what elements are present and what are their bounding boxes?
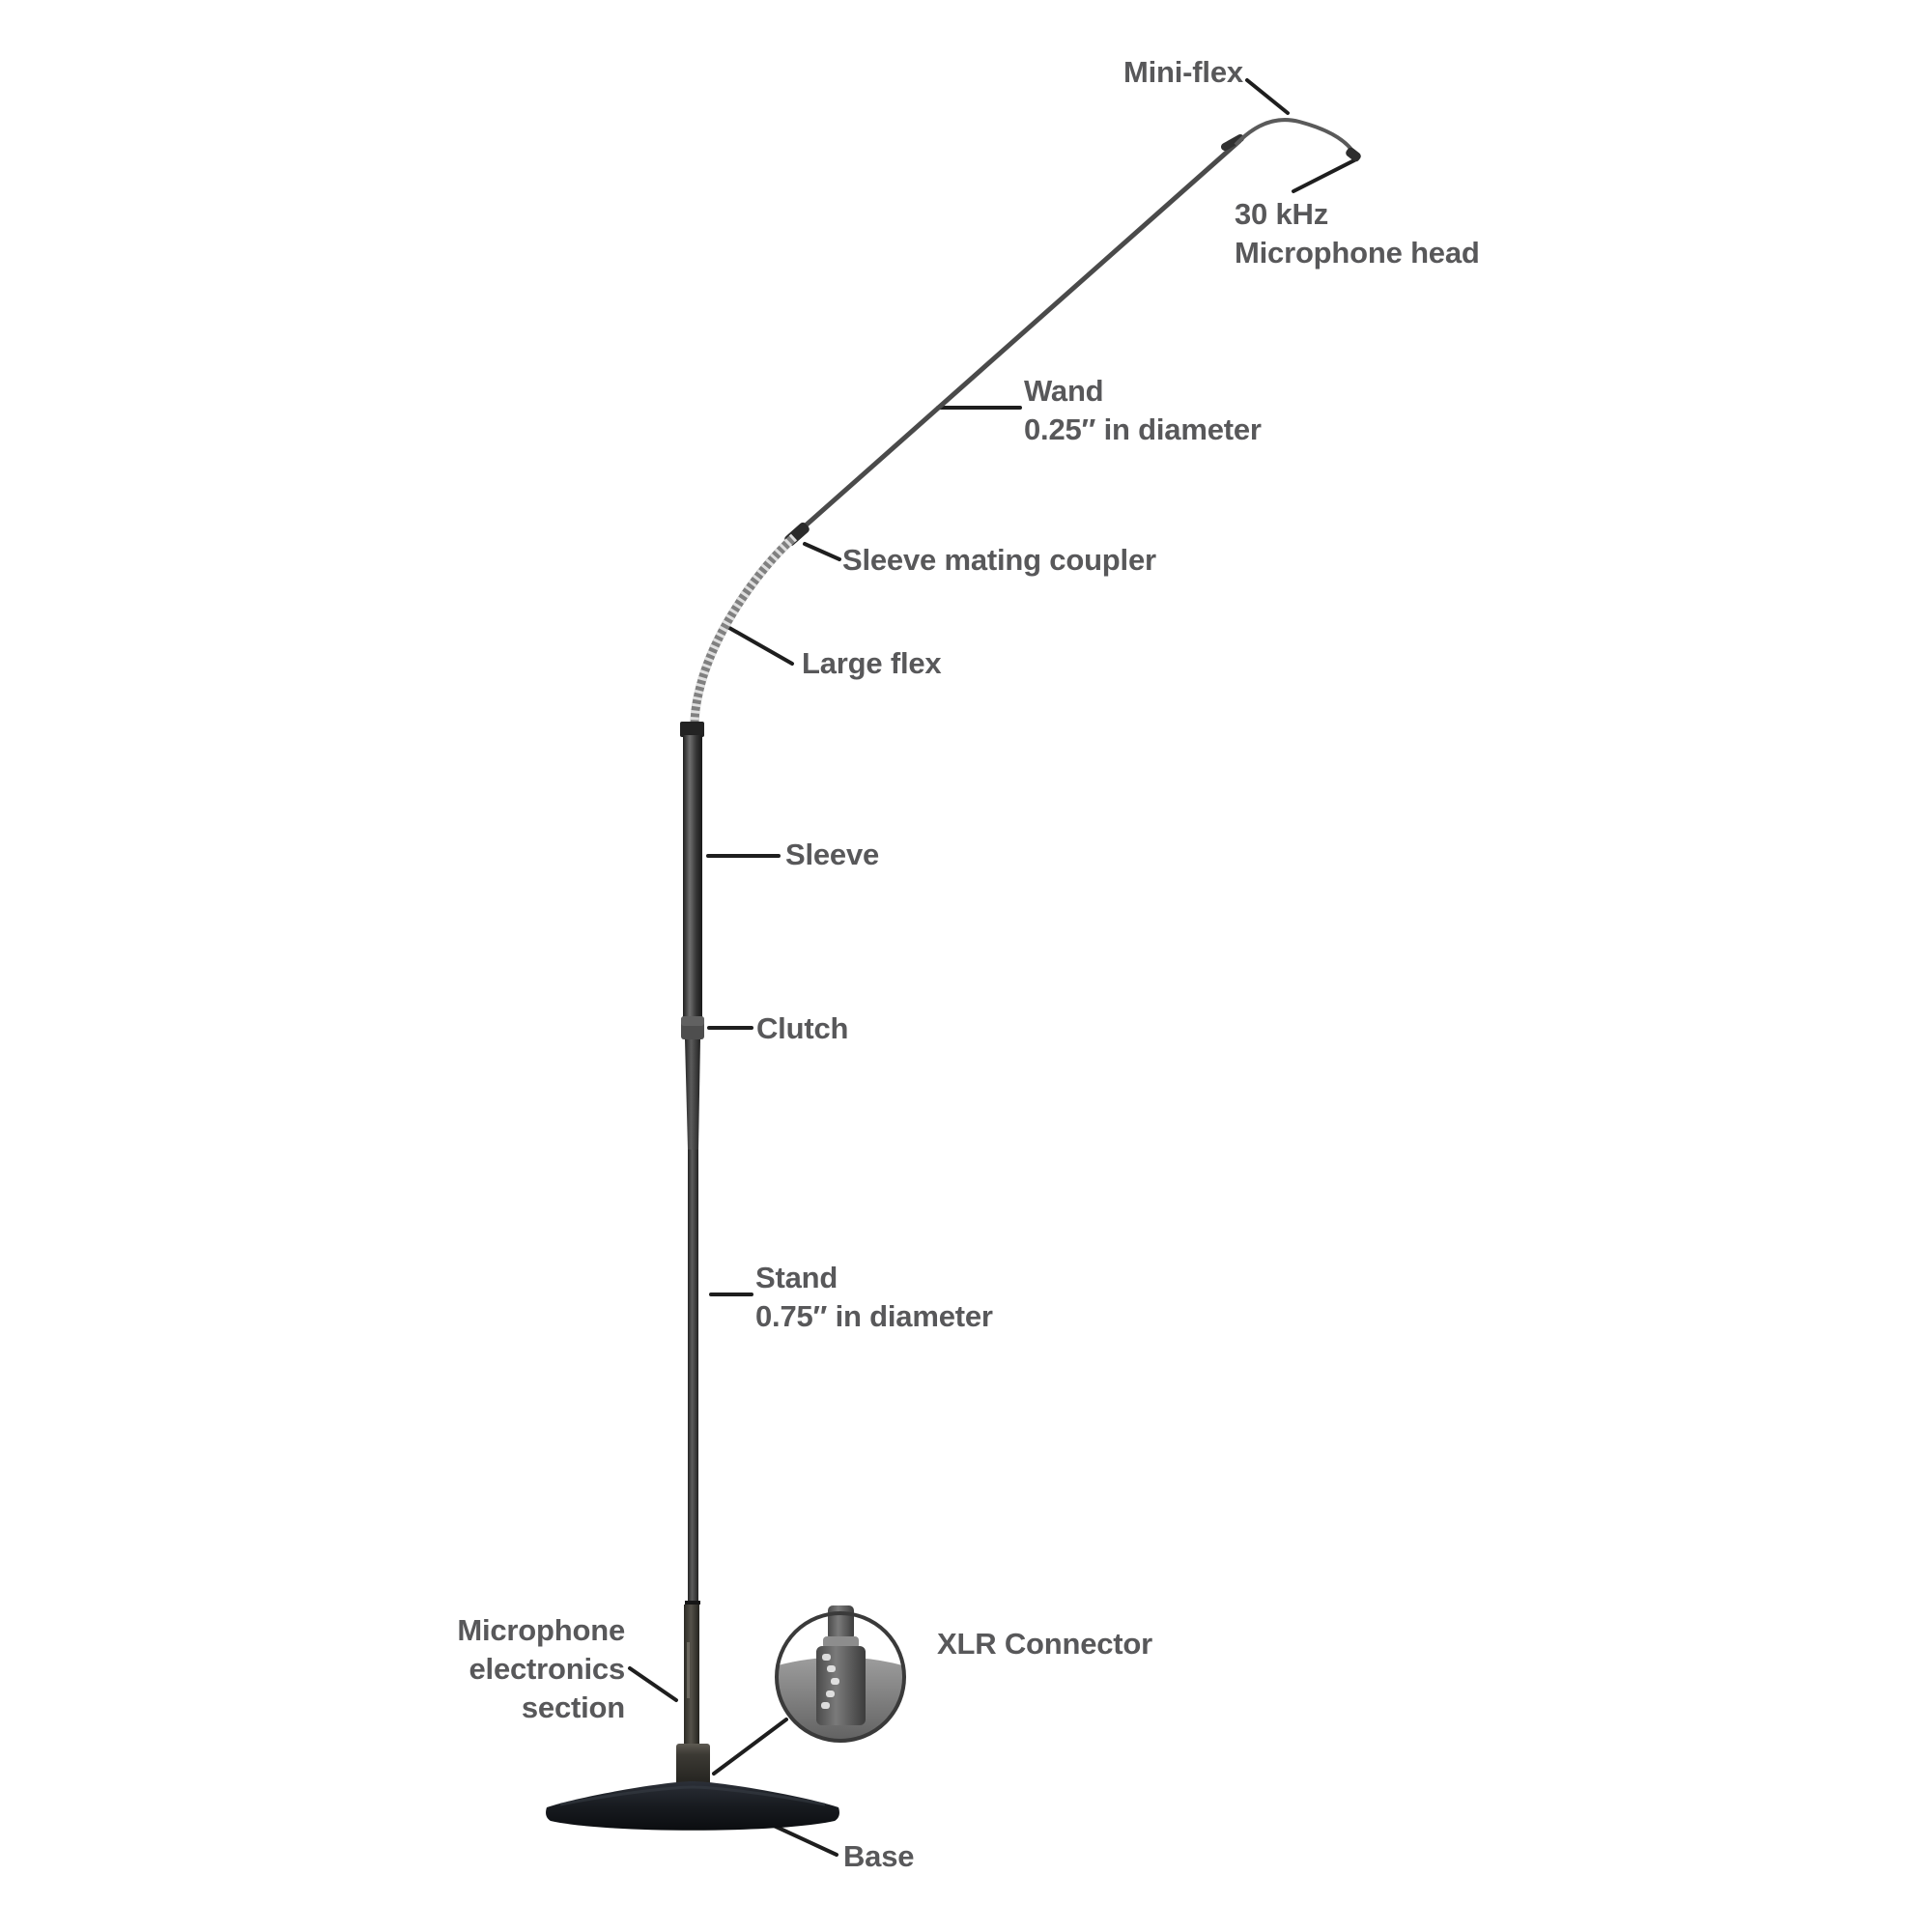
base-hub [676, 1744, 710, 1786]
clutch-highlight [681, 1016, 704, 1026]
label-stand-line1: Stand [755, 1261, 838, 1294]
xlr-pin-detail [821, 1654, 839, 1709]
label-mic-electronics: Microphone electronics section [393, 1611, 625, 1727]
label-wand: Wand 0.25″ in diameter [1024, 372, 1262, 449]
label-mini-flex: Mini-flex [1123, 55, 1243, 89]
base-sheen [559, 1785, 826, 1806]
sleeve-tube [683, 735, 702, 1018]
stand-taper [685, 1039, 700, 1150]
stand-pole [688, 1150, 698, 1601]
label-mic-electronics-line2: electronics [469, 1652, 626, 1686]
label-sleeve-mating-coupler: Sleeve mating coupler [842, 543, 1156, 577]
xlr-top-stub [828, 1605, 854, 1640]
mini-flex-arc [1234, 118, 1354, 153]
leader-lines [628, 78, 1356, 1857]
leader-coupler [803, 542, 841, 561]
base-shape [546, 1781, 839, 1831]
electronics-highlight [687, 1642, 690, 1698]
label-base: Base [843, 1839, 915, 1873]
label-wand-line2: 0.25″ in diameter [1024, 412, 1262, 446]
leader-base [770, 1823, 838, 1857]
label-stand-line2: 0.75″ in diameter [755, 1299, 993, 1333]
leader-xlr-inset [712, 1718, 788, 1776]
label-stand: Stand 0.75″ in diameter [755, 1259, 993, 1336]
wand-miniflex-joint [1221, 134, 1244, 151]
leader-mic-head [1292, 158, 1356, 193]
large-flex-curve [690, 533, 798, 727]
label-mic-head-line1: 30 kHz [1235, 197, 1329, 231]
label-clutch: Clutch [756, 1011, 849, 1045]
xlr-inset [775, 1605, 906, 1743]
label-mic-head-line2: Microphone head [1235, 236, 1480, 270]
label-large-flex: Large flex [802, 646, 942, 680]
large-flex-ribs [690, 533, 798, 727]
label-mic-electronics-line3: section [521, 1690, 625, 1724]
sleeve-collar [680, 722, 704, 737]
leader-mini-flex [1245, 78, 1290, 115]
label-mic-electronics-line1: Microphone [457, 1613, 625, 1647]
wand-rod [795, 138, 1242, 535]
xlr-collar [823, 1636, 859, 1649]
leader-electronics [628, 1666, 678, 1702]
electronics-section-shape [684, 1605, 699, 1745]
leader-large-flex [727, 626, 794, 666]
microphone-head-shape [1346, 147, 1361, 162]
label-mic-head: 30 kHz Microphone head [1235, 195, 1480, 272]
label-wand-line1: Wand [1024, 374, 1104, 408]
inset-circle-border [775, 1611, 906, 1743]
label-sleeve: Sleeve [785, 838, 880, 871]
label-xlr-connector: XLR Connector [937, 1627, 1153, 1661]
